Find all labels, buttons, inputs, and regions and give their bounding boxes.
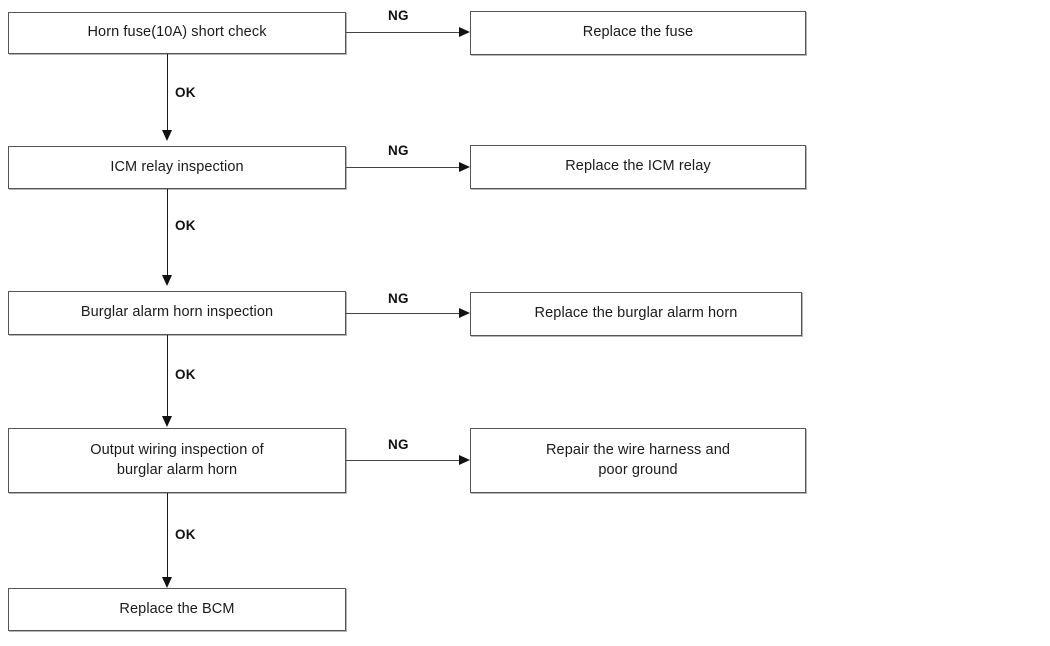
edge-ok-4 <box>167 493 168 577</box>
edge-label-ng-1: NG <box>388 8 409 23</box>
process-box-icm-relay-inspection[interactable]: ICM relay inspection <box>8 146 346 189</box>
outcome-box-label: Replace the ICM relay <box>565 158 711 175</box>
outcome-box-replace-the-icm-relay[interactable]: Replace the ICM relay <box>470 145 806 189</box>
outcome-box-replace-the-fuse[interactable]: Replace the fuse <box>470 11 806 55</box>
process-box-label: Horn fuse(10A) short check <box>87 24 267 41</box>
arrow-head-ok-3 <box>162 416 172 427</box>
arrow-head-ng-4 <box>459 454 470 465</box>
outcome-box-label: Repair the wire harness and poor ground <box>545 441 731 478</box>
edge-label-ok-1: OK <box>175 85 196 100</box>
arrow-head-ng-2 <box>459 161 470 172</box>
outcome-box-repair-wire-harness[interactable]: Repair the wire harness and poor ground <box>470 428 806 493</box>
edge-ng-2 <box>346 167 460 168</box>
arrow-head-ng-3 <box>459 307 470 318</box>
edge-label-ng-3: NG <box>388 291 409 306</box>
process-box-horn-fuse-short-check[interactable]: Horn fuse(10A) short check <box>8 12 346 54</box>
process-box-label: Burglar alarm horn inspection <box>80 304 274 321</box>
edge-label-ok-3: OK <box>175 367 196 382</box>
edge-label-ng-4: NG <box>388 437 409 452</box>
process-box-output-wiring-inspection[interactable]: Output wiring inspection of burglar alar… <box>8 428 346 493</box>
process-box-label: Output wiring inspection of burglar alar… <box>90 441 264 478</box>
process-box-label: ICM relay inspection <box>110 158 244 175</box>
edge-label-ok-2: OK <box>175 218 196 233</box>
edge-ng-1 <box>346 32 460 33</box>
edge-ok-1 <box>167 54 168 130</box>
outcome-box-label: Replace the fuse <box>582 24 694 41</box>
process-box-burglar-alarm-horn-inspection[interactable]: Burglar alarm horn inspection <box>8 291 346 335</box>
edge-ng-3 <box>346 313 460 314</box>
edge-ok-3 <box>167 335 168 416</box>
arrow-head-ok-1 <box>162 130 172 141</box>
arrow-head-ok-4 <box>162 577 172 588</box>
outcome-box-replace-the-burglar-alarm-horn[interactable]: Replace the burglar alarm horn <box>470 292 802 336</box>
arrow-head-ng-1 <box>459 26 470 37</box>
outcome-box-replace-the-bcm[interactable]: Replace the BCM <box>8 588 346 631</box>
arrow-head-ok-2 <box>162 275 172 286</box>
edge-ok-2 <box>167 189 168 275</box>
outcome-box-label: Replace the burglar alarm horn <box>534 305 738 322</box>
edge-label-ok-4: OK <box>175 527 196 542</box>
outcome-box-label: Replace the BCM <box>119 600 235 617</box>
edge-label-ng-2: NG <box>388 143 409 158</box>
edge-ng-4 <box>346 460 460 461</box>
